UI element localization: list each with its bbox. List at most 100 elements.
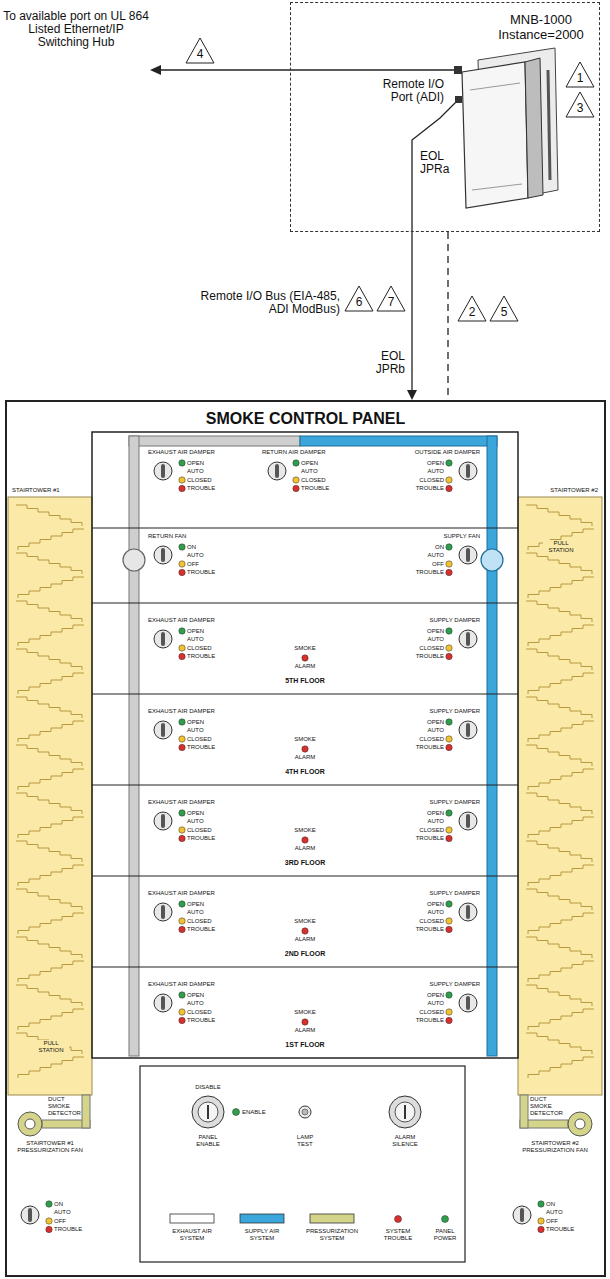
led — [538, 1201, 544, 1207]
stair-flight — [528, 721, 594, 742]
led — [446, 477, 452, 483]
led — [179, 835, 185, 841]
status-label: TROUBLE — [416, 653, 444, 660]
control-title: SUPPLY DAMPER — [430, 799, 480, 806]
control-title: EXHAUST AIR DAMPER — [148, 708, 215, 715]
status-label: TROUBLE — [187, 485, 215, 492]
led — [446, 719, 452, 725]
stair-flight — [18, 961, 84, 982]
led — [442, 1216, 449, 1223]
status-label: AUTO — [187, 909, 204, 916]
ethernet-line — [160, 69, 456, 70]
stair-flight — [16, 553, 82, 574]
stair-flight — [18, 865, 84, 886]
alarm-label: ALARM — [295, 936, 316, 943]
control-label: PANEL ENABLE — [188, 1134, 228, 1148]
selector-switch — [154, 630, 172, 648]
status-label: AUTO — [427, 552, 444, 559]
status-label: CLOSED — [187, 918, 212, 925]
callout-number: 2 — [469, 306, 476, 319]
status-label: OFF — [187, 561, 199, 568]
status-label: CLOSED — [301, 477, 326, 484]
status-label: OPEN — [301, 460, 318, 467]
selector-switch — [459, 721, 477, 739]
switch-handle — [161, 996, 165, 1010]
status-label: TROUBLE — [416, 835, 444, 842]
led — [179, 926, 185, 932]
status-label: TROUBLE — [416, 926, 444, 933]
indicator-label: PANEL POWER — [428, 1228, 462, 1242]
stair-flight — [526, 937, 592, 958]
key-switch — [395, 1102, 415, 1122]
switch-handle — [161, 464, 165, 478]
floor-label: 3RD FLOOR — [285, 859, 325, 867]
selector-switch — [459, 903, 477, 921]
status-label: CLOSED — [419, 645, 444, 652]
stair-flight — [526, 985, 592, 1006]
control-label: LAMP TEST — [292, 1134, 318, 1148]
stair-flight — [526, 697, 592, 718]
led — [179, 645, 185, 651]
status-label: AUTO — [427, 727, 444, 734]
led — [179, 628, 185, 634]
status-label: AUTO — [301, 468, 318, 475]
stair-flight — [526, 601, 592, 622]
led — [179, 569, 185, 575]
callout-triangle — [566, 62, 594, 87]
led — [179, 719, 185, 725]
stair-flight — [16, 793, 82, 814]
eol-label: EOL JPRb — [369, 350, 405, 376]
led — [446, 926, 452, 932]
led — [446, 827, 452, 833]
stair-flight — [16, 505, 82, 526]
switch-handle — [466, 814, 470, 828]
stair-flight — [528, 865, 594, 886]
switch-handle — [520, 1208, 524, 1222]
switch-handle — [161, 905, 165, 919]
status-label: CLOSED — [419, 918, 444, 925]
edge-label: Remote I/O Bus (EIA-485, ADI ModBus) — [190, 290, 340, 316]
led — [179, 561, 185, 567]
led — [179, 736, 185, 742]
switch-handle — [161, 548, 165, 562]
smoke-label: SMOKE — [294, 645, 316, 652]
status-label: TROUBLE — [416, 1017, 444, 1024]
lamp-test-button — [299, 1106, 311, 1118]
controller-enclosure: MNB-1000 Instance=2000 — [290, 2, 600, 232]
stair-flight — [18, 769, 84, 790]
led — [46, 1218, 52, 1224]
device-body — [462, 62, 528, 208]
control-title: SUPPLY DAMPER — [430, 981, 480, 988]
selector-switch — [154, 994, 172, 1012]
connector-line — [411, 232, 412, 391]
status-label: OPEN — [187, 901, 204, 908]
callout-number: 5 — [501, 306, 508, 319]
led — [446, 569, 452, 575]
connector — [448, 232, 449, 400]
led — [302, 928, 308, 934]
status-label: AUTO — [187, 636, 204, 643]
callout-triangle — [490, 296, 518, 321]
led — [302, 837, 308, 843]
stair-flight — [16, 697, 82, 718]
detector-label: DUCT SMOKE DETECTOR — [48, 1096, 80, 1118]
led — [293, 477, 299, 483]
legend-text: PRESSURIZATION SYSTEM — [304, 1228, 360, 1242]
stair-flight — [16, 985, 82, 1006]
pressurization-duct — [82, 1095, 90, 1128]
stair-flight — [16, 889, 82, 910]
callout-number: 1 — [577, 72, 584, 85]
smoke-label: SMOKE — [294, 1009, 316, 1016]
led — [446, 835, 452, 841]
stair-flight — [528, 577, 594, 598]
key-switch — [389, 1096, 421, 1128]
status-label: OPEN — [187, 810, 204, 817]
remote-io-port — [455, 96, 462, 103]
key-slot — [404, 1105, 406, 1119]
callout-triangle — [377, 286, 405, 311]
led — [179, 544, 185, 550]
fan-symbol — [123, 549, 145, 571]
switch-handle — [466, 905, 470, 919]
switch-handle — [466, 723, 470, 737]
stairtower-label: STAIRTOWER #2 — [550, 487, 598, 494]
